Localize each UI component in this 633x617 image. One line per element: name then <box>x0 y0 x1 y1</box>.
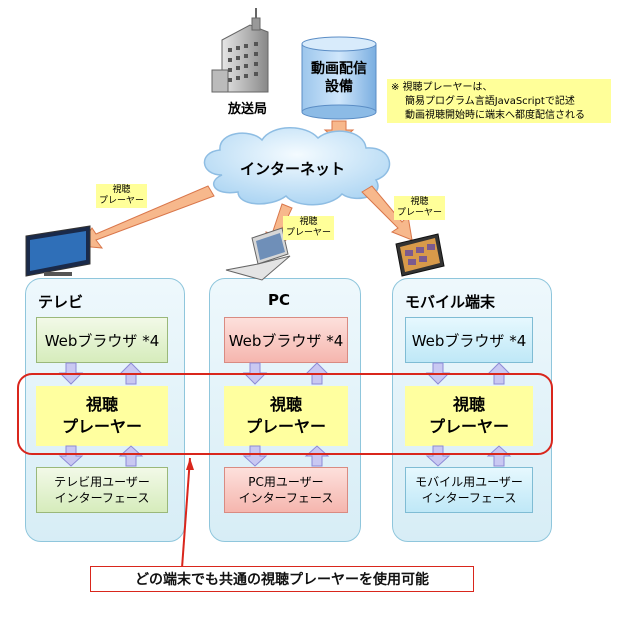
tv-user-interface: テレビ用ユーザー インターフェース <box>36 467 168 513</box>
mobile-player-line2: プレーヤー <box>428 417 509 436</box>
pc-user-interface: PC用ユーザー インターフェース <box>224 467 348 513</box>
mobile-player-line1: 視聴 <box>452 395 485 414</box>
flow-arrows <box>58 362 512 467</box>
mobile-web-browser: Webブラウザ *4 <box>405 317 533 363</box>
pc-column-title: PC <box>268 291 291 309</box>
pc-player-line2: プレーヤー <box>245 417 326 436</box>
tv-player: 視聴 プレーヤー <box>36 386 168 446</box>
mobile-user-interface: モバイル用ユーザー インターフェース <box>405 467 533 513</box>
broadcaster-building-icon <box>211 8 269 93</box>
pc-ui-line1: PC用ユーザー <box>248 475 324 489</box>
note-line3: 動画視聴開始時に端末へ都度配信される <box>405 110 585 121</box>
delivery-line2: 設備 <box>325 79 353 95</box>
tv-player-line2: プレーヤー <box>61 417 142 436</box>
pc-player: 視聴 プレーヤー <box>224 386 348 446</box>
note-line2: 簡易プログラム言語JavaScriptで記述 <box>405 96 575 107</box>
tag-tv-line2: プレーヤー <box>99 196 145 206</box>
pc-web-browser: Webブラウザ *4 <box>224 317 348 363</box>
tv-player-line1: 視聴 <box>85 395 118 414</box>
tag-pc-line2: プレーヤー <box>286 228 332 238</box>
mobile-ui-line2: インターフェース <box>421 491 517 505</box>
tag-pc: 視聴 プレーヤー <box>283 216 335 240</box>
broadcaster-label: 放送局 <box>228 102 268 117</box>
tv-icon <box>25 225 91 277</box>
pc-ui-line2: インターフェース <box>238 491 334 505</box>
pc-player-line1: 視聴 <box>269 395 302 414</box>
tablet-icon <box>395 233 445 277</box>
arrow-to-tv-icon <box>79 185 215 249</box>
tv-ui-line1: テレビ用ユーザー <box>54 475 150 489</box>
tag-mobile: 視聴 プレーヤー <box>394 196 446 220</box>
tag-mobile-line1: 視聴 <box>410 197 429 207</box>
caption-box: どの端末でも共通の視聴プレーヤーを使用可能 <box>90 566 474 592</box>
tag-tv: 視聴 プレーヤー <box>96 184 148 208</box>
delivery-label: 動画配信 設備 <box>302 60 376 96</box>
common-player-highlight <box>17 373 553 455</box>
arrow-to-mobile-icon <box>361 185 413 241</box>
tv-ui-line2: インターフェース <box>54 491 150 505</box>
delivery-line1: 動画配信 <box>311 61 367 77</box>
note-line1: ※ 視聴プレーヤーは、 <box>391 82 493 93</box>
mobile-column-title: モバイル端末 <box>405 293 496 311</box>
laptop-icon <box>225 227 291 281</box>
tag-mobile-line2: プレーヤー <box>397 208 443 218</box>
mobile-web-browser-label: Webブラウザ *4 <box>411 331 527 350</box>
pc-web-browser-label: Webブラウザ *4 <box>228 331 344 350</box>
internet-label: インターネット <box>240 160 346 178</box>
tv-column-title: テレビ <box>38 293 84 311</box>
delivery-server-icon <box>301 36 377 120</box>
mobile-ui-line1: モバイル用ユーザー <box>415 475 523 489</box>
internet-cloud-icon <box>203 127 391 206</box>
mobile-player: 視聴 プレーヤー <box>405 386 533 446</box>
caption-connector <box>181 457 191 569</box>
caption-pointer-icon <box>186 458 194 470</box>
caption-text: どの端末でも共通の視聴プレーヤーを使用可能 <box>135 572 429 588</box>
tv-web-browser: Webブラウザ *4 <box>36 317 168 363</box>
tag-tv-line1: 視聴 <box>112 185 131 195</box>
tag-pc-line1: 視聴 <box>299 217 318 227</box>
note-box: ※ 視聴プレーヤーは、 簡易プログラム言語JavaScriptで記述 動画視聴開… <box>387 79 611 123</box>
tv-web-browser-label: Webブラウザ *4 <box>44 331 160 350</box>
